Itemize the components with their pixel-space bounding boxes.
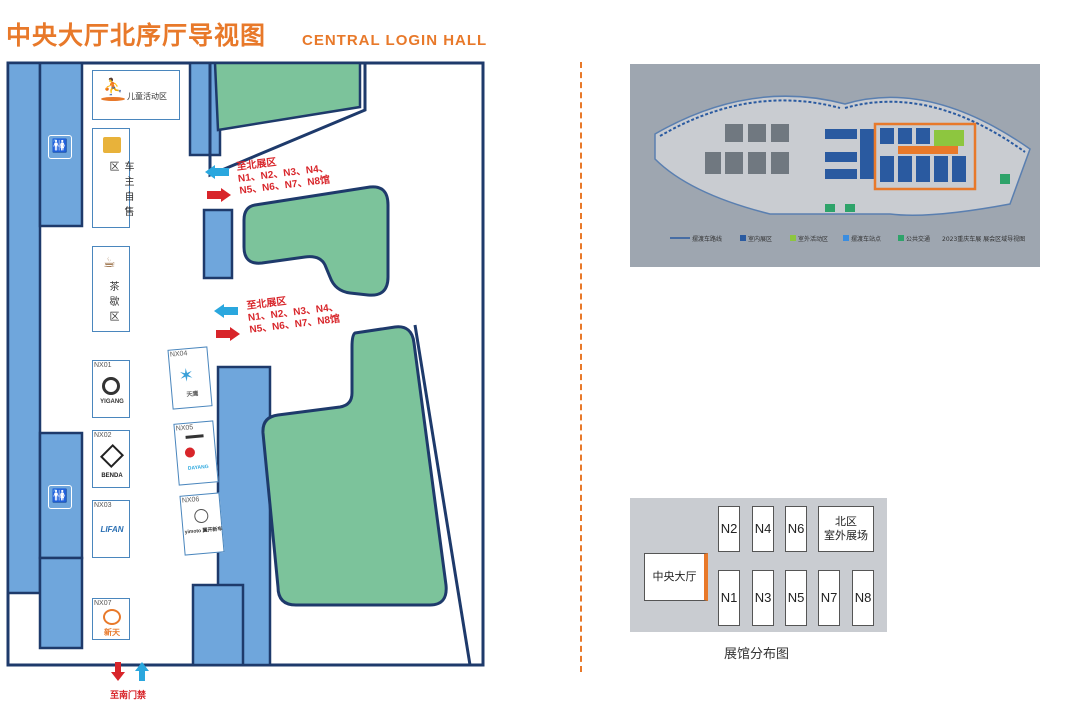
- booth-code: NX05: [175, 424, 194, 433]
- hall-layout-map: 中央大厅 N2 N4 N6 北区 室外展场 N1 N3 N5 N7 N8: [630, 498, 887, 632]
- booth-nx04[interactable]: NX04 ✶ 天鹰: [167, 346, 213, 410]
- north-outdoor-area[interactable]: 北区 室外展场: [818, 506, 874, 552]
- booth-brand: LIFAN: [100, 525, 124, 534]
- booth-nx03[interactable]: NX03 LIFAN: [92, 500, 130, 558]
- hall-layout-caption: 展馆分布图: [724, 647, 790, 662]
- booth-nx07[interactable]: NX07 新天: [92, 598, 130, 640]
- booth-nx06[interactable]: NX06 yimoto 翼开新车: [179, 492, 225, 556]
- arrow-up-shaft: [139, 671, 145, 681]
- legend-outdoor: 室外活动区: [798, 236, 829, 243]
- booth-code: NX02: [94, 432, 112, 439]
- arrow-left-shaft: [215, 168, 229, 176]
- restroom-block-bottom: [38, 431, 84, 560]
- booth-code: NX01: [94, 362, 112, 369]
- arrow-right-icon: [230, 327, 240, 341]
- booth-code: NX03: [94, 502, 112, 509]
- inner-wall-right: [413, 324, 472, 666]
- tianying-logo: ✶: [177, 364, 195, 387]
- booth-code: NX07: [94, 600, 112, 607]
- kids-area: ⛹ 儿童活动区: [92, 70, 180, 120]
- hall-n4[interactable]: N4: [752, 506, 774, 552]
- booth-code: NX06: [181, 496, 200, 505]
- hall-n8[interactable]: N8: [852, 570, 874, 626]
- strip-mid: [202, 208, 234, 280]
- legend-shuttle-stop: 摆渡车站点: [851, 236, 882, 243]
- arrow-right-shaft: [207, 191, 221, 199]
- yigang-logo: [102, 377, 120, 395]
- page-title: 中央大厅北序厅导视图: [6, 21, 267, 50]
- self-service-label: 车主自售区: [107, 161, 133, 221]
- arrow-up-icon: [135, 662, 149, 671]
- yimoto-logo: [193, 508, 209, 524]
- tea-area-label: 茶歇区: [107, 281, 118, 326]
- booth-brand: 天鹰: [186, 391, 199, 399]
- overview-caption: 2023重庆车展 展会区域导视图: [942, 236, 1026, 243]
- legend-shuttle-route: 摆渡车路线: [692, 236, 723, 243]
- restroom-block-top: [38, 61, 84, 228]
- left-block-bottom: [38, 556, 84, 650]
- legend-transit: 公共交通: [906, 236, 931, 243]
- booth-brand: BENDA: [101, 473, 123, 479]
- booth-brand: YIGANG: [100, 399, 124, 405]
- overview-map-graphic: [654, 95, 1031, 241]
- arrow-down-icon: [111, 672, 125, 681]
- arrow-right-icon: [221, 188, 231, 202]
- south-gate-label: 至南门禁: [110, 691, 147, 701]
- strip-bottom-left: [191, 583, 245, 667]
- arrow-down-shaft: [115, 662, 121, 672]
- arrow-left-icon: [214, 304, 224, 318]
- self-service-area: 车主自售区: [92, 128, 133, 228]
- booth-brand: 新天: [104, 628, 120, 637]
- arrow-right-shaft: [216, 330, 230, 338]
- green-block-bottom: [261, 325, 448, 607]
- shop-icon: [103, 137, 121, 153]
- arrow-left-shaft: [224, 307, 238, 315]
- booth-code: NX04: [169, 350, 188, 359]
- central-hall-box[interactable]: 中央大厅: [644, 553, 708, 601]
- page-subtitle: CENTRAL LOGIN HALL: [302, 32, 488, 49]
- booth-nx02[interactable]: NX02 BENDA: [92, 430, 130, 488]
- inner-wall-top: [208, 63, 367, 178]
- hall-n1[interactable]: N1: [718, 570, 740, 626]
- tea-area: ☕ 茶歇区: [92, 246, 130, 332]
- left-corridor-block: [6, 61, 42, 595]
- xintian-logo: [103, 609, 121, 625]
- hall-n7[interactable]: N7: [818, 570, 840, 626]
- booth-brand: yimoto 翼开新车: [184, 526, 223, 536]
- floorplan-map: [6, 61, 485, 667]
- hall-n5[interactable]: N5: [785, 570, 807, 626]
- dayang-badge: [184, 447, 196, 458]
- restroom-icon: 🚻: [48, 135, 72, 159]
- overview-map: 摆渡车路线 室内展区 室外活动区 摆渡车站点 公共交通 2023重庆车展 展会区…: [630, 64, 1040, 267]
- divider: [580, 62, 582, 672]
- hall-n3[interactable]: N3: [752, 570, 774, 626]
- coffee-icon: ☕: [103, 255, 116, 271]
- green-block-top: [213, 61, 362, 132]
- kids-area-label: 儿童活动区: [127, 92, 167, 101]
- trampoline-icon-base: [101, 97, 125, 101]
- benda-logo: [99, 443, 125, 469]
- legend-indoor: 室内展区: [748, 236, 773, 243]
- hall-n6[interactable]: N6: [785, 506, 807, 552]
- booth-brand: DAYANG: [187, 463, 209, 472]
- booth-nx05[interactable]: NX05 DAYANG: [173, 420, 219, 486]
- trampoline-icon: ⛹: [103, 77, 123, 96]
- arrow-left-icon: [205, 165, 215, 179]
- restroom-icon: 🚻: [48, 485, 72, 509]
- green-block-mid: [242, 185, 390, 297]
- hall-n2[interactable]: N2: [718, 506, 740, 552]
- booth-nx01[interactable]: NX01 YIGANG: [92, 360, 130, 418]
